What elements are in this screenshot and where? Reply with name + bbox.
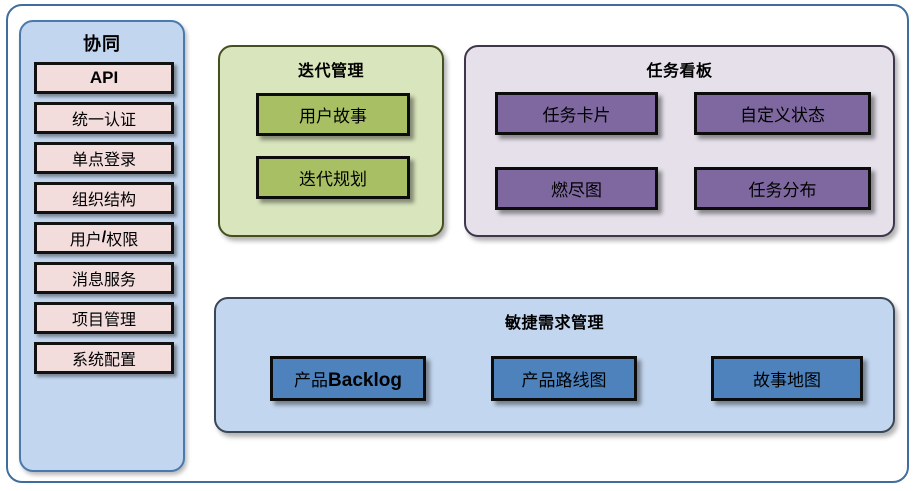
agile-item-product-roadmap[interactable]: 产品路线图	[491, 356, 637, 401]
iteration-management-title: 迭代管理	[297, 63, 364, 80]
iteration-management-panel: 迭代管理 用户故事 迭代规划	[218, 45, 444, 237]
sidebar-item-list: API 统一认证 单点登录 组织结构 用户/权限 消息服务 项目管理 系统配置	[34, 62, 174, 382]
sidebar-item-single-sign-on[interactable]: 单点登录	[34, 142, 174, 174]
task-board-title: 任务看板	[646, 63, 713, 80]
sidebar-collaboration-panel: 协同 API 统一认证 单点登录 组织结构 用户/权限 消息服务 项目管理 系统…	[19, 20, 185, 472]
agile-item-product-backlog[interactable]: 产品Backlog	[270, 356, 426, 401]
sidebar-item-api[interactable]: API	[34, 62, 174, 94]
sidebar-item-org-structure[interactable]: 组织结构	[34, 182, 174, 214]
task-board-item-custom-status[interactable]: 自定义状态	[694, 92, 871, 135]
iteration-item-user-story[interactable]: 用户故事	[256, 93, 410, 136]
sidebar-title: 协同	[83, 34, 121, 54]
sidebar-item-system-config[interactable]: 系统配置	[34, 342, 174, 374]
agile-item-product-backlog-label: 产品Backlog	[294, 369, 402, 391]
task-board-item-task-card[interactable]: 任务卡片	[495, 92, 658, 135]
task-board-item-task-distribution[interactable]: 任务分布	[694, 167, 871, 210]
sidebar-item-user-permission[interactable]: 用户/权限	[34, 222, 174, 254]
agile-item-story-map[interactable]: 故事地图	[711, 356, 863, 401]
agile-requirement-panel: 敏捷需求管理 产品Backlog 产品路线图 故事地图	[214, 297, 895, 433]
task-board-item-burndown-chart[interactable]: 燃尽图	[495, 167, 658, 210]
sidebar-item-unified-auth[interactable]: 统一认证	[34, 102, 174, 134]
task-board-panel: 任务看板 任务卡片 自定义状态 燃尽图 任务分布	[464, 45, 895, 237]
iteration-item-iteration-planning[interactable]: 迭代规划	[256, 156, 410, 199]
sidebar-item-project-management[interactable]: 项目管理	[34, 302, 174, 334]
agile-requirement-title: 敏捷需求管理	[504, 315, 604, 332]
sidebar-item-message-service[interactable]: 消息服务	[34, 262, 174, 294]
